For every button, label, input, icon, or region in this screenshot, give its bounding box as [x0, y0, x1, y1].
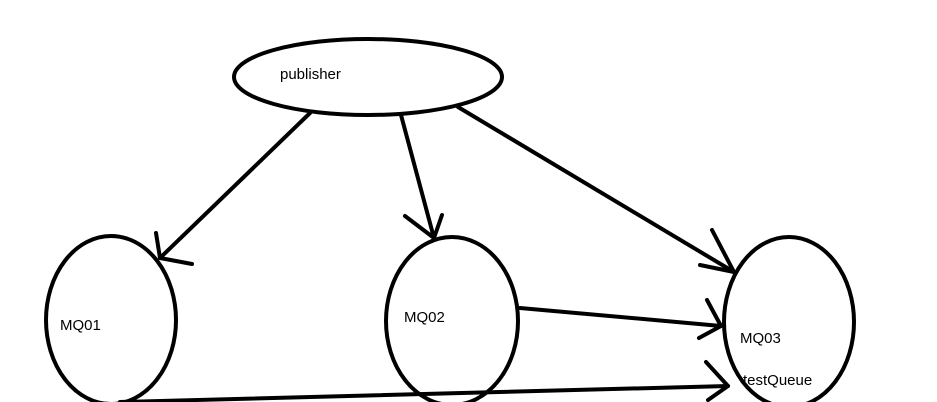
- edge-publisher-mq03-arrowhead: [698, 228, 736, 274]
- mq01-label: MQ01: [60, 317, 101, 334]
- edge-publisher-mq01-line: [158, 111, 312, 260]
- edge-mq01-mq03-arrowhead: [704, 360, 730, 402]
- mq01-node: [44, 234, 178, 402]
- edge-publisher-mq03-line: [456, 105, 736, 274]
- mq03-label: MQ03: [740, 330, 781, 347]
- edge-publisher-mq02-arrowhead: [403, 213, 444, 240]
- edge-mq01-mq03: [118, 360, 730, 402]
- mq03-sublabel: testQueue: [743, 372, 812, 389]
- publisher-node: [232, 37, 504, 117]
- edge-mq02-mq03-line: [518, 306, 723, 328]
- mq02-label: MQ02: [404, 309, 445, 326]
- edge-publisher-mq02-line: [399, 113, 436, 240]
- edge-publisher-mq02: [399, 113, 444, 240]
- edge-publisher-mq01: [154, 111, 312, 266]
- mq02-node: [384, 235, 520, 402]
- edge-mq02-mq03-arrowhead: [697, 298, 723, 340]
- edge-publisher-mq01-arrowhead: [154, 231, 194, 266]
- publisher-label: publisher: [280, 66, 341, 83]
- edge-publisher-mq03: [456, 105, 736, 274]
- edge-mq01-mq03-line: [118, 384, 730, 402]
- edge-mq02-mq03: [518, 298, 723, 340]
- mq03-node: [722, 235, 856, 402]
